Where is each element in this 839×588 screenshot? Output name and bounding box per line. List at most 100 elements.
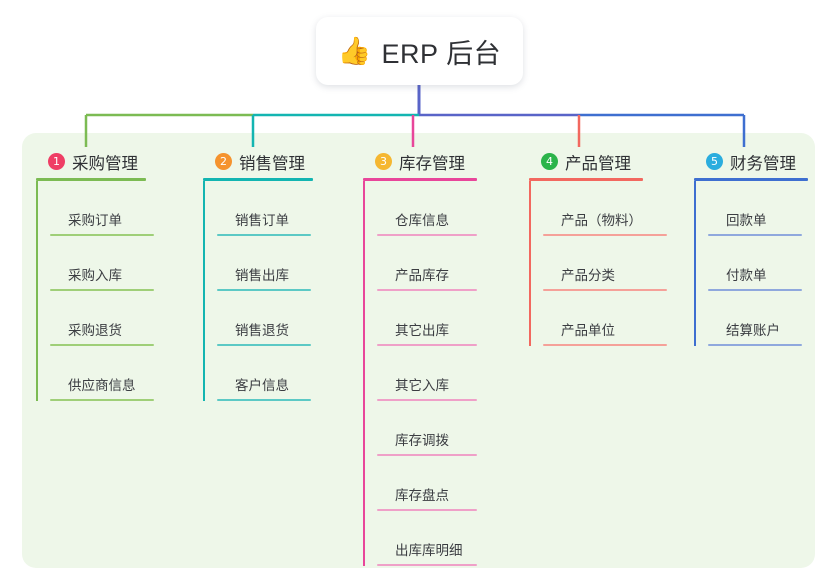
branch-leaf-list: 回款单付款单结算账户 xyxy=(694,181,808,346)
leaf-item[interactable]: 其它出库 xyxy=(377,291,477,346)
leaf-underline xyxy=(50,234,154,236)
leaf-label: 库存盘点 xyxy=(395,488,449,503)
leaf-item[interactable]: 仓库信息 xyxy=(377,181,477,236)
branch-number-badge: 2 xyxy=(215,153,232,170)
leaf-label: 其它入库 xyxy=(395,378,449,393)
leaf-underline xyxy=(377,289,477,291)
leaf-item[interactable]: 销售订单 xyxy=(217,181,313,236)
branch-number-badge: 3 xyxy=(375,153,392,170)
leaf-label: 产品分类 xyxy=(561,268,615,283)
leaf-label: 销售订单 xyxy=(235,213,289,228)
leaf-item[interactable]: 库存调拨 xyxy=(377,401,477,456)
branch-underline xyxy=(36,178,146,181)
leaf-underline xyxy=(217,234,311,236)
branch-column: 4 产品管理产品（物料） 产品分类产品单位 xyxy=(529,145,667,346)
branch-underline xyxy=(694,178,808,181)
branch-spine xyxy=(363,181,365,566)
branch-leaf-list: 销售订单销售出库销售退货客户信息 xyxy=(203,181,313,401)
leaf-item[interactable]: 采购订单 xyxy=(50,181,154,236)
diagram-background-panel xyxy=(22,133,815,568)
leaf-item[interactable]: 产品分类 xyxy=(543,236,667,291)
leaf-label: 结算账户 xyxy=(726,323,780,338)
leaf-underline xyxy=(217,344,311,346)
leaf-underline xyxy=(217,399,311,401)
branch-spine xyxy=(36,181,38,401)
leaf-label: 其它出库 xyxy=(395,323,449,338)
leaf-label: 销售退货 xyxy=(235,323,289,338)
branch-column: 5 财务管理回款单付款单结算账户 xyxy=(694,145,808,346)
leaf-underline xyxy=(377,399,477,401)
leaf-label: 采购退货 xyxy=(68,323,122,338)
branch-column: 3 库存管理仓库信息产品库存其它出库其它入库库存调拨库存盘点出库库明细 xyxy=(363,145,477,566)
root-title: ERP 后台 xyxy=(381,38,502,69)
branch-leaf-list: 仓库信息产品库存其它出库其它入库库存调拨库存盘点出库库明细 xyxy=(363,181,477,566)
leaf-underline xyxy=(708,344,802,346)
branch-leaf-list: 产品（物料） 产品分类产品单位 xyxy=(529,181,667,346)
leaf-label: 产品单位 xyxy=(561,323,615,338)
leaf-item[interactable]: 产品（物料） xyxy=(543,181,667,236)
leaf-item[interactable]: 结算账户 xyxy=(708,291,808,346)
leaf-label: 销售出库 xyxy=(235,268,289,283)
leaf-label: 出库库明细 xyxy=(395,543,463,558)
leaf-item[interactable]: 客户信息 xyxy=(217,346,313,401)
leaf-item[interactable]: 采购入库 xyxy=(50,236,154,291)
branch-header[interactable]: 1 采购管理 xyxy=(36,145,146,178)
branch-header[interactable]: 3 库存管理 xyxy=(363,145,477,178)
branch-label: 财务管理 xyxy=(730,154,796,173)
leaf-item[interactable]: 产品库存 xyxy=(377,236,477,291)
leaf-underline xyxy=(50,399,154,401)
leaf-item[interactable]: 出库库明细 xyxy=(377,511,477,566)
leaf-item[interactable]: 销售退货 xyxy=(217,291,313,346)
leaf-underline xyxy=(50,344,154,346)
branch-label: 库存管理 xyxy=(399,154,465,173)
leaf-item[interactable]: 产品单位 xyxy=(543,291,667,346)
leaf-label: 回款单 xyxy=(726,213,767,228)
branch-spine xyxy=(203,181,205,401)
leaf-label: 付款单 xyxy=(726,268,767,283)
leaf-underline xyxy=(377,344,477,346)
branch-label: 产品管理 xyxy=(565,154,631,173)
leaf-underline xyxy=(543,344,667,346)
leaf-label: 供应商信息 xyxy=(68,378,136,393)
leaf-label: 客户信息 xyxy=(235,378,289,393)
leaf-label: 库存调拨 xyxy=(395,433,449,448)
branch-header[interactable]: 4 产品管理 xyxy=(529,145,643,178)
branch-column: 2 销售管理销售订单销售出库销售退货客户信息 xyxy=(203,145,313,401)
leaf-label: 产品（物料） xyxy=(561,213,642,228)
leaf-item[interactable]: 回款单 xyxy=(708,181,808,236)
leaf-underline xyxy=(50,289,154,291)
leaf-item[interactable]: 采购退货 xyxy=(50,291,154,346)
leaf-item[interactable]: 其它入库 xyxy=(377,346,477,401)
branch-spine xyxy=(694,181,696,346)
leaf-underline xyxy=(708,289,802,291)
leaf-item[interactable]: 销售出库 xyxy=(217,236,313,291)
branch-number-badge: 4 xyxy=(541,153,558,170)
leaf-underline xyxy=(543,289,667,291)
branch-header[interactable]: 2 销售管理 xyxy=(203,145,313,178)
branch-underline xyxy=(363,178,477,181)
branch-label: 采购管理 xyxy=(72,154,138,173)
branch-header[interactable]: 5 财务管理 xyxy=(694,145,808,178)
leaf-underline xyxy=(377,564,477,566)
branch-leaf-list: 采购订单采购入库采购退货供应商信息 xyxy=(36,181,154,401)
leaf-underline xyxy=(377,454,477,456)
leaf-underline xyxy=(708,234,802,236)
leaf-label: 采购订单 xyxy=(68,213,122,228)
root-node[interactable]: 👍 ERP 后台 xyxy=(316,17,523,85)
branch-underline xyxy=(203,178,313,181)
leaf-underline xyxy=(217,289,311,291)
leaf-label: 产品库存 xyxy=(395,268,449,283)
leaf-underline xyxy=(377,234,477,236)
branch-number-badge: 1 xyxy=(48,153,65,170)
branch-label: 销售管理 xyxy=(239,154,305,173)
branch-number-badge: 5 xyxy=(706,153,723,170)
leaf-item[interactable]: 库存盘点 xyxy=(377,456,477,511)
leaf-item[interactable]: 付款单 xyxy=(708,236,808,291)
branch-column: 1 采购管理采购订单采购入库采购退货供应商信息 xyxy=(36,145,154,401)
leaf-underline xyxy=(377,509,477,511)
thumbs-up-icon: 👍 xyxy=(337,35,372,66)
leaf-item[interactable]: 供应商信息 xyxy=(50,346,154,401)
leaf-underline xyxy=(543,234,667,236)
